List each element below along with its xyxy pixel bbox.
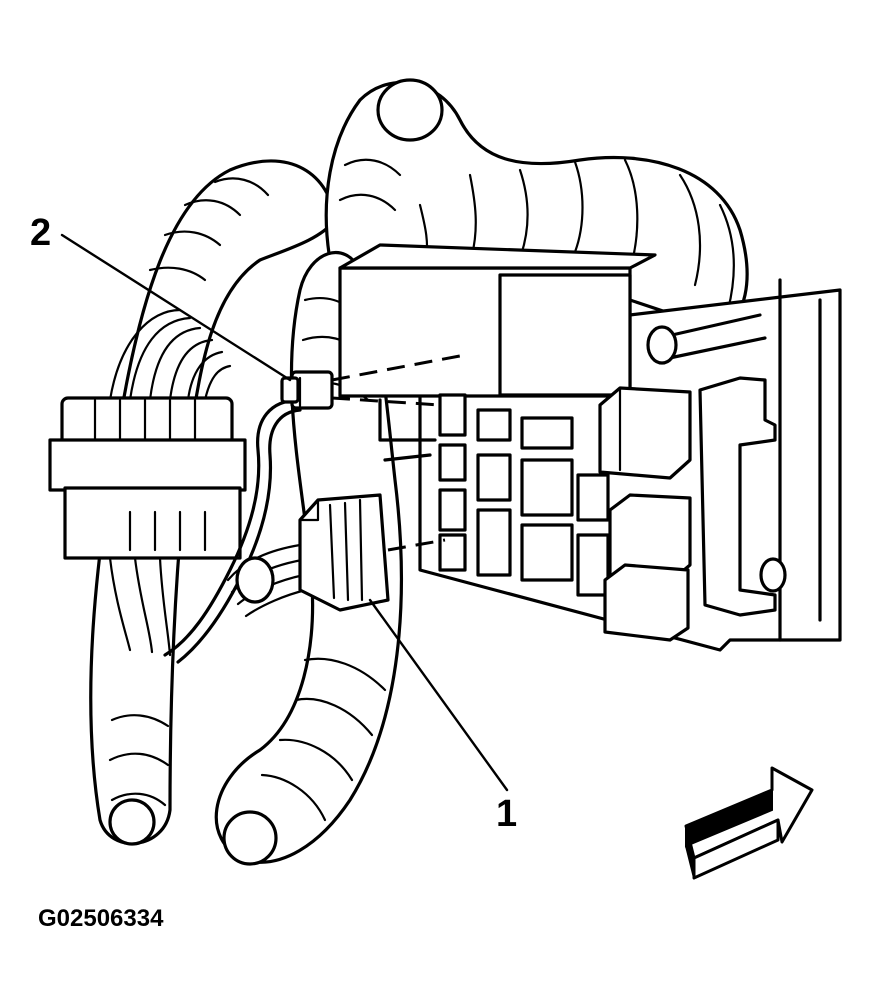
large-connector [48, 308, 247, 657]
forward-arrow-icon [684, 766, 814, 880]
twelve-pin-connector [226, 493, 390, 618]
small-pigtail-connector [163, 370, 334, 664]
callout-1-leader [368, 598, 509, 792]
callout-2-leader [60, 233, 292, 382]
callout-2: 2 [30, 212, 51, 254]
insertion-guides [331, 353, 466, 552]
figure-id: G02506334 [38, 905, 164, 932]
callout-1: 1 [496, 793, 517, 835]
fuse-relay-block [338, 243, 842, 652]
